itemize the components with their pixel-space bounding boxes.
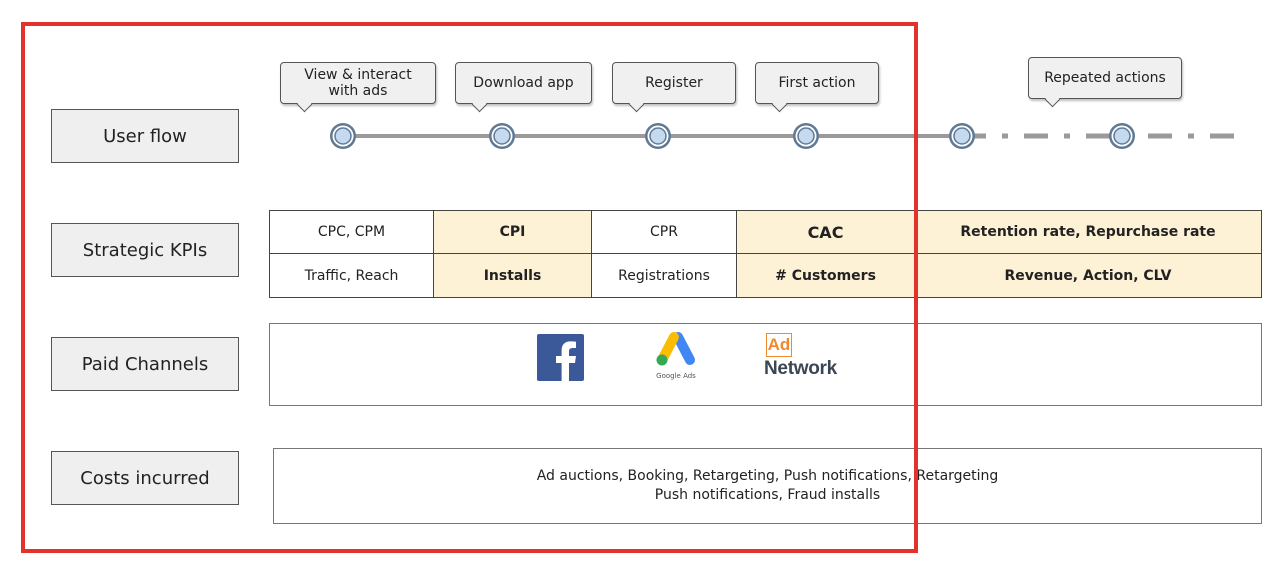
kpi-cell: Registrations (592, 254, 737, 297)
callout-label: View & interact with ads (304, 67, 412, 99)
row-label-strategic-kpis: Strategic KPIs (51, 223, 239, 277)
callout-repeated-actions: Repeated actions (1028, 57, 1182, 108)
kpi-cell: CPC, CPM (270, 211, 434, 254)
flow-node-5 (949, 123, 975, 149)
kpi-cell: # Customers (737, 254, 915, 297)
costs-text: Ad auctions, Booking, Retargeting, Push … (273, 448, 1262, 524)
google-ads-icon (656, 332, 695, 366)
flow-node-1 (330, 123, 356, 149)
flow-node-2 (489, 123, 515, 149)
kpi-cell: Revenue, Action, CLV (915, 254, 1261, 297)
kpi-cell: CAC (737, 211, 915, 254)
paid-channels-box (269, 323, 1262, 406)
callout-register: Register (612, 62, 736, 113)
facebook-icon (537, 334, 584, 381)
costs-box (273, 448, 1262, 524)
kpi-cell: CPR (592, 211, 737, 254)
row-label-paid-channels: Paid Channels (51, 337, 239, 391)
flow-node-3 (645, 123, 671, 149)
callout-view-interact: View & interact with ads (280, 62, 436, 113)
kpi-cell: CPI (434, 211, 592, 254)
row-label-user-flow: User flow (51, 109, 239, 163)
costs-line-2: Push notifications, Fraud installs (654, 487, 881, 503)
ad-network-logo-text: Network (764, 358, 837, 379)
callout-label: First action (778, 75, 856, 91)
costs-line-1: Ad auctions, Booking, Retargeting, Push … (536, 468, 999, 484)
flow-node-6 (1109, 123, 1135, 149)
callout-label: Repeated actions (1044, 70, 1166, 86)
row-label-costs-incurred: Costs incurred (51, 451, 239, 505)
callout-first-action: First action (755, 62, 879, 113)
kpi-cell: Retention rate, Repurchase rate (915, 211, 1261, 254)
ad-network-badge: Ad (766, 333, 792, 357)
flow-node-4 (793, 123, 819, 149)
callout-label: Register (645, 75, 703, 91)
strategic-kpis-table: CPC, CPM CPI CPR CAC Retention rate, Rep… (269, 210, 1262, 298)
callout-download-app: Download app (455, 62, 592, 113)
google-ads-caption: Google Ads (656, 372, 696, 380)
kpi-cell: Traffic, Reach (270, 254, 434, 297)
callout-label: Download app (473, 75, 574, 91)
kpi-cell: Installs (434, 254, 592, 297)
